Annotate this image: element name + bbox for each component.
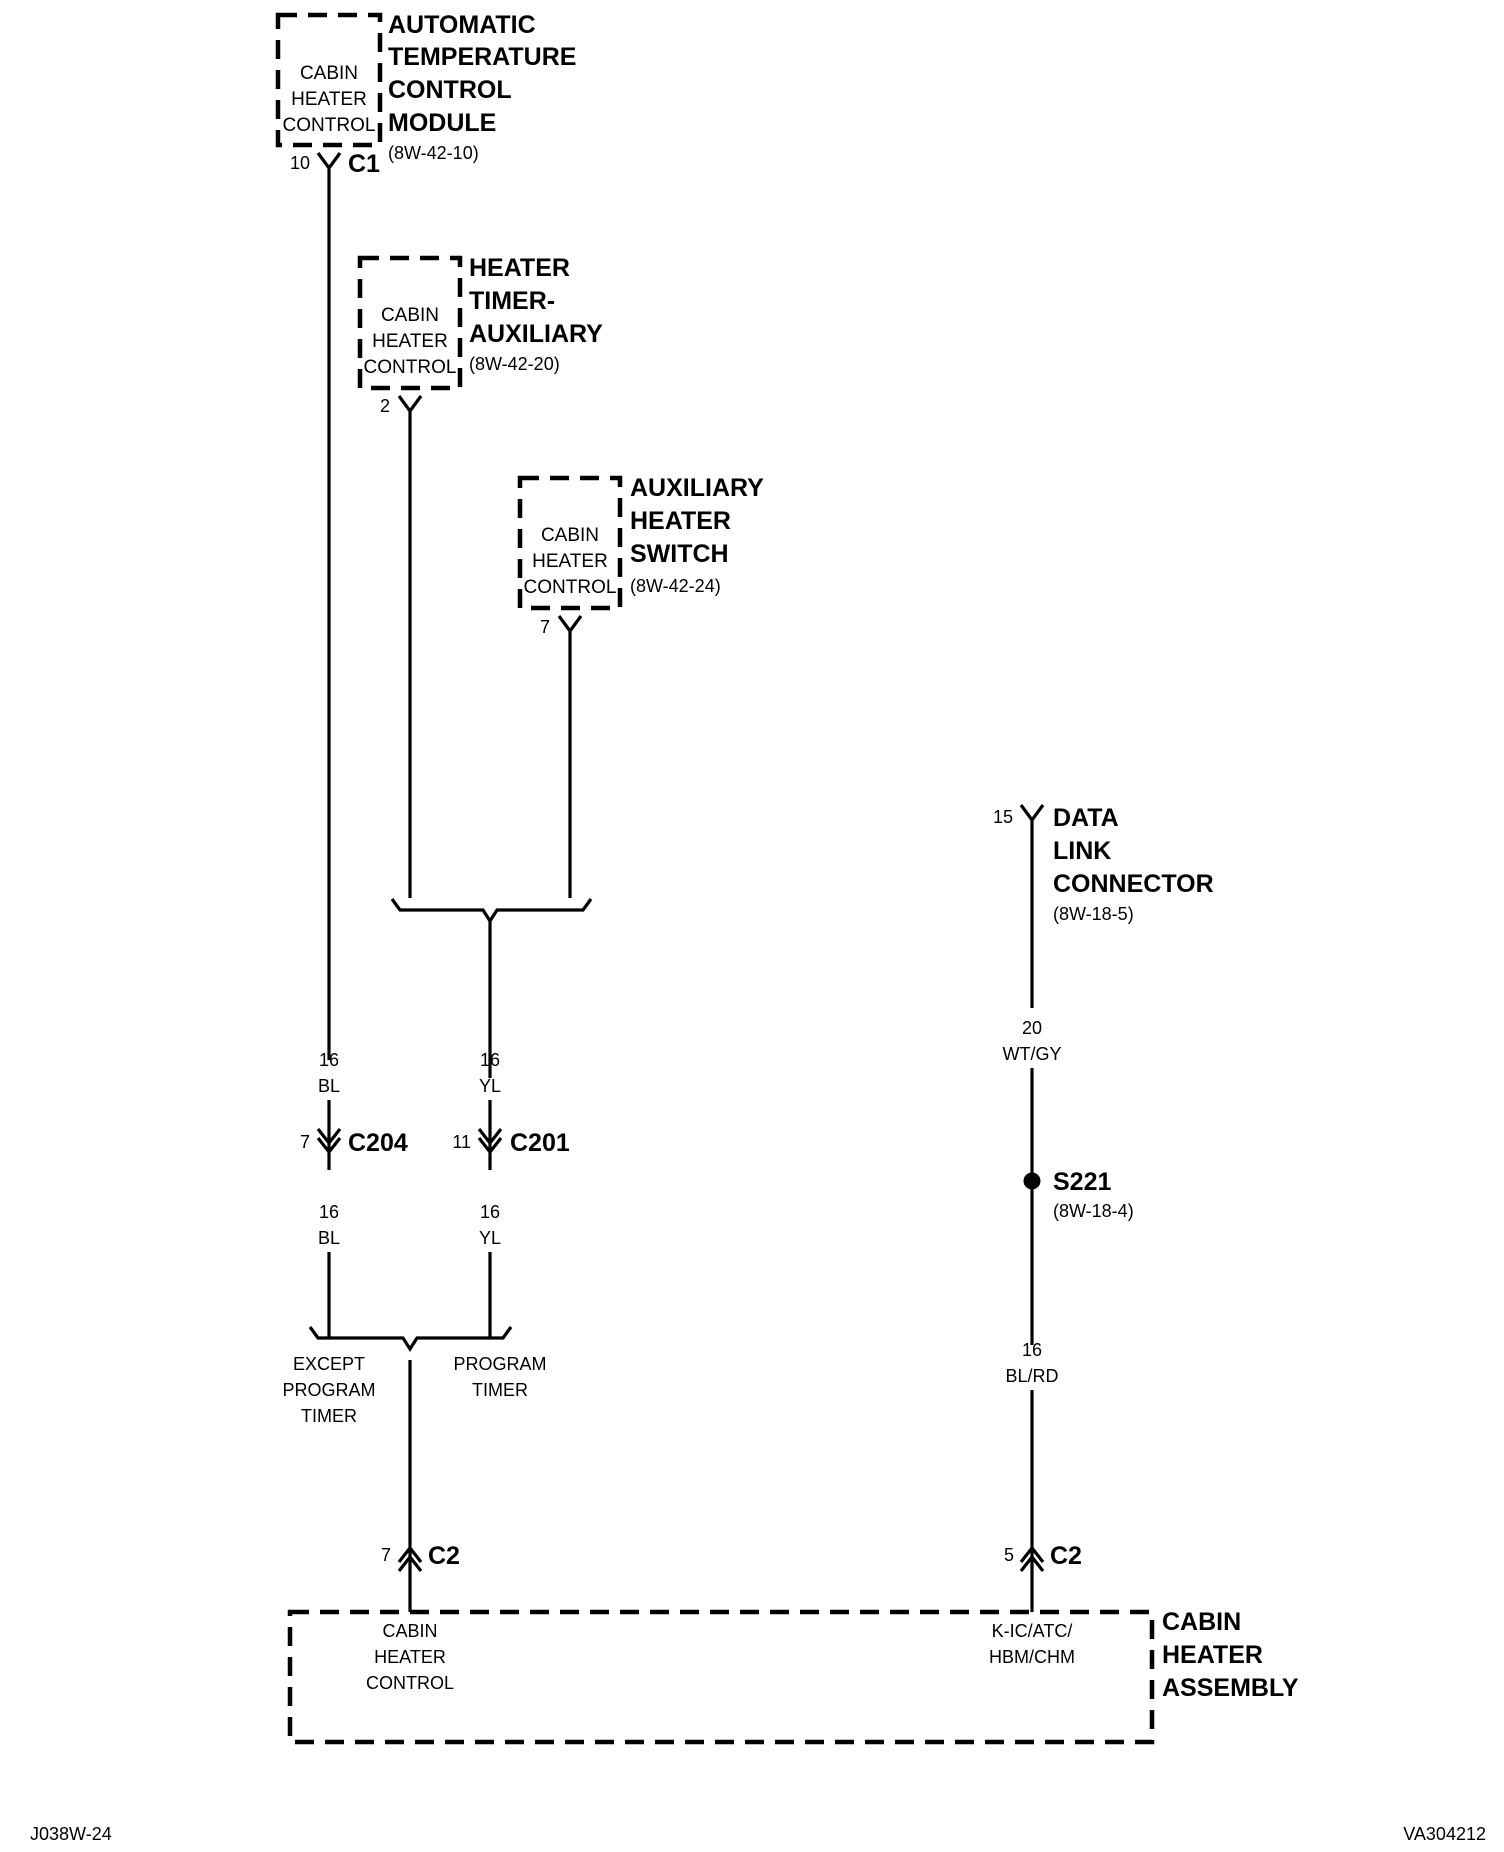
atc-connector-c1: C1 bbox=[348, 150, 380, 178]
c2-right-connector-symbol bbox=[1019, 1545, 1045, 1572]
blrd-color: BL/RD bbox=[1005, 1366, 1058, 1386]
c201-connector-symbol bbox=[477, 1100, 503, 1170]
heater-timer-module: CABIN HEATER CONTROL HEATER TIMER- AUXIL… bbox=[357, 254, 603, 898]
heater-timer-box bbox=[357, 255, 463, 391]
c201-pin: 11 bbox=[452, 1132, 471, 1152]
c2-right-name: C2 bbox=[1050, 1542, 1082, 1570]
wire-yl: 16 YL 11 C201 16 YL bbox=[452, 1050, 570, 1338]
wire-bl: 16 BL 7 C204 16 BL bbox=[300, 1050, 408, 1338]
switch-pin: 7 bbox=[540, 617, 550, 637]
atc-inner-line-3: CONTROL bbox=[283, 115, 376, 136]
wtgy-gauge: 20 bbox=[1022, 1018, 1042, 1038]
switch-title-line-1: AUXILIARY bbox=[630, 474, 764, 502]
timer-title-line-2: TIMER- bbox=[469, 287, 555, 315]
bl-top-color: BL bbox=[318, 1076, 340, 1096]
splice-s221: S221 (8W-18-4) bbox=[1023, 1168, 1134, 1221]
timer-title-line-1: HEATER bbox=[469, 254, 570, 282]
c204-pin: 7 bbox=[300, 1132, 310, 1152]
c204-connector-symbol bbox=[316, 1100, 342, 1170]
data-link-connector: 15 DATA LINK CONNECTOR (8W-18-5) bbox=[993, 804, 1214, 1008]
wtgy-color: WT/GY bbox=[1003, 1044, 1062, 1064]
except-line-1: EXCEPT bbox=[293, 1354, 365, 1374]
switch-ref: (8W-42-24) bbox=[630, 576, 721, 596]
switch-inner-line-3: CONTROL bbox=[524, 577, 617, 598]
assembly-right-line-2: HBM/CHM bbox=[989, 1647, 1075, 1667]
timer-inner-line-1: CABIN bbox=[381, 305, 439, 326]
yl-top-color: YL bbox=[479, 1076, 501, 1096]
assembly-right-line-1: K-IC/ATC/ bbox=[992, 1621, 1073, 1641]
atc-inner-line-2: HEATER bbox=[291, 89, 367, 110]
option-except-program-timer: EXCEPT PROGRAM TIMER bbox=[282, 1354, 375, 1426]
program-line-1: PROGRAM bbox=[453, 1354, 546, 1374]
cabin-heater-assembly-box bbox=[287, 1609, 1155, 1745]
aux-switch-box bbox=[517, 475, 623, 611]
timer-inner-line-3: CONTROL bbox=[364, 357, 457, 378]
atc-title-line-1: AUTOMATIC bbox=[388, 11, 536, 39]
splice-name: S221 bbox=[1053, 1168, 1111, 1196]
switch-pin-terminal bbox=[557, 615, 583, 898]
blrd-gauge: 16 bbox=[1022, 1340, 1042, 1360]
switch-inner-line-1: CABIN bbox=[541, 525, 599, 546]
cabin-heater-assembly: CABIN HEATER CONTROL K-IC/ATC/ HBM/CHM C… bbox=[287, 1608, 1299, 1745]
program-timer-option-brace bbox=[308, 1326, 513, 1352]
dlc-pin-terminal bbox=[1019, 804, 1045, 1008]
bl-top-gauge: 16 bbox=[319, 1050, 339, 1070]
footer-right-code: VA304212 bbox=[1403, 1824, 1486, 1844]
dlc-title-line-1: DATA bbox=[1053, 804, 1119, 832]
atc-module-box bbox=[275, 12, 383, 148]
timer-title-line-3: AUXILIARY bbox=[469, 320, 603, 348]
atc-module: CABIN HEATER CONTROL AUTOMATIC TEMPERATU… bbox=[275, 11, 576, 1060]
c2-left-name: C2 bbox=[428, 1542, 460, 1570]
timer-pin: 2 bbox=[380, 396, 390, 416]
assembly-title-line-3: ASSEMBLY bbox=[1162, 1674, 1299, 1702]
switch-title-line-3: SWITCH bbox=[630, 540, 729, 568]
c2-left-connector-symbol bbox=[397, 1545, 423, 1572]
c2-left-pin: 7 bbox=[381, 1545, 391, 1565]
assembly-left-line-3: CONTROL bbox=[366, 1673, 454, 1693]
assembly-title-line-1: CABIN bbox=[1162, 1608, 1241, 1636]
assembly-left-line-1: CABIN bbox=[382, 1621, 437, 1641]
except-line-3: TIMER bbox=[301, 1406, 357, 1426]
yl-bottom-color: YL bbox=[479, 1228, 501, 1248]
splice-dot bbox=[1023, 1172, 1041, 1190]
aux-heater-switch-module: CABIN HEATER CONTROL AUXILIARY HEATER SW… bbox=[517, 474, 764, 898]
yl-bottom-gauge: 16 bbox=[480, 1202, 500, 1222]
atc-pin: 10 bbox=[290, 153, 310, 173]
atc-title-line-2: TEMPERATURE bbox=[388, 43, 576, 71]
splice-ref: (8W-18-4) bbox=[1053, 1201, 1134, 1221]
atc-inner-line-1: CABIN bbox=[300, 63, 358, 84]
assembly-left-line-2: HEATER bbox=[374, 1647, 446, 1667]
program-line-2: TIMER bbox=[472, 1380, 528, 1400]
atc-ref: (8W-42-10) bbox=[388, 143, 479, 163]
timer-pin-terminal bbox=[397, 395, 423, 898]
c201-name: C201 bbox=[510, 1129, 570, 1157]
dlc-ref: (8W-18-5) bbox=[1053, 904, 1134, 924]
switch-title-line-2: HEATER bbox=[630, 507, 731, 535]
atc-title-line-3: CONTROL bbox=[388, 76, 512, 104]
bl-bottom-color: BL bbox=[318, 1228, 340, 1248]
atc-title-line-4: MODULE bbox=[388, 109, 496, 137]
dlc-title-line-3: CONNECTOR bbox=[1053, 870, 1214, 898]
switch-inner-line-2: HEATER bbox=[532, 551, 608, 572]
c2-right-pin: 5 bbox=[1004, 1545, 1014, 1565]
timer-ref: (8W-42-20) bbox=[469, 354, 560, 374]
c204-name: C204 bbox=[348, 1129, 408, 1157]
bl-bottom-gauge: 16 bbox=[319, 1202, 339, 1222]
footer-left-code: J038W-24 bbox=[30, 1824, 112, 1844]
yl-top-gauge: 16 bbox=[480, 1050, 500, 1070]
dlc-title-line-2: LINK bbox=[1053, 837, 1111, 865]
except-line-2: PROGRAM bbox=[282, 1380, 375, 1400]
dlc-pin: 15 bbox=[993, 807, 1013, 827]
timer-switch-option-brace bbox=[390, 898, 593, 1078]
timer-inner-line-2: HEATER bbox=[372, 331, 448, 352]
assembly-title-line-2: HEATER bbox=[1162, 1641, 1263, 1669]
atc-pin-terminal bbox=[316, 152, 342, 1060]
option-program-timer: PROGRAM TIMER bbox=[453, 1354, 546, 1400]
